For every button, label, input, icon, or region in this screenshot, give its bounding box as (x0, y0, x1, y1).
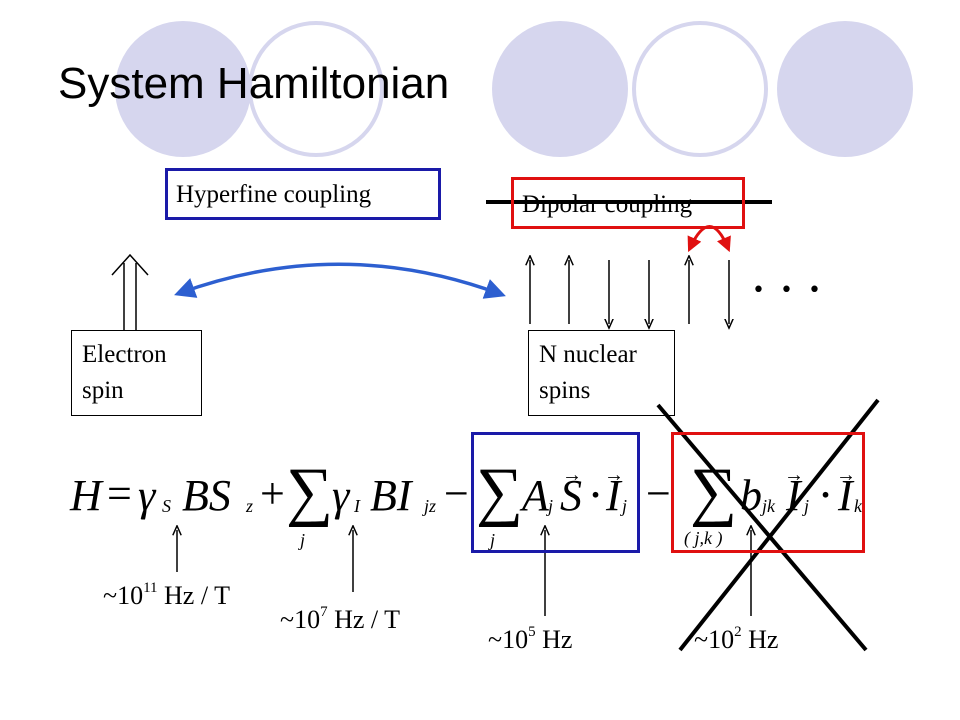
value-hyperfine: ~105 Hz (488, 624, 573, 654)
vector-arrow-icon: → (604, 464, 624, 486)
ellipsis: • • • (752, 278, 825, 303)
eq-S-vector: S (560, 471, 582, 520)
value-nuclear-zeeman: ~107 Hz / T (280, 604, 401, 634)
dipolar-term-box (671, 432, 865, 553)
dipolar-curve-arrow (687, 225, 731, 253)
nuclear-label-line2: spins (539, 377, 591, 404)
eq-b: b (740, 471, 762, 520)
eq-sub-k: k (854, 496, 862, 516)
eq-sub-s: S (162, 496, 171, 516)
vector-arrow-icon: → (562, 464, 582, 486)
eq-dot-1: ⋅ (588, 471, 604, 520)
electron-spin-arrow (111, 253, 149, 330)
eq-H: H (70, 471, 102, 520)
hyperfine-term-box (471, 432, 640, 553)
vector-arrow-icon: → (836, 464, 856, 486)
eq-sub-j-i: j (622, 496, 628, 516)
electron-label-line2: spin (82, 377, 124, 404)
eq-sub-jz: jz (424, 496, 437, 516)
eq-sub-z: z (246, 496, 254, 516)
page-title: System Hamiltonian (58, 59, 450, 108)
nuclear-spin-arrows (530, 260, 729, 324)
deco-circle (492, 21, 628, 157)
header-circles (115, 21, 913, 157)
nuclear-label-line1: N nuclear (539, 341, 637, 368)
cross-out-x (656, 398, 880, 652)
eq-plus: + (260, 469, 285, 518)
deco-circle (777, 21, 913, 157)
deco-circle (248, 21, 384, 157)
value-electron-zeeman: ~1011 Hz / T (103, 580, 230, 610)
dipolar-label-box: Dipolar coupling (511, 177, 745, 229)
eq-sub-jk: jk (762, 496, 775, 516)
eq-A: A (522, 471, 549, 520)
eq-sub-i: I (354, 496, 360, 516)
eq-sum-1: ∑ (286, 455, 334, 528)
eq-I-vector-k: I (838, 471, 853, 520)
deco-circle (632, 21, 768, 157)
vector-arrow-icon: → (784, 464, 804, 486)
electron-label-line1: Electron (82, 341, 167, 368)
eq-dot-2: ⋅ (818, 471, 834, 520)
eq-I-vector: I (606, 471, 621, 520)
eq-sub-j-b: j (804, 496, 810, 516)
eq-minus-2: − (646, 469, 671, 518)
eq-gamma-s: γ (138, 471, 156, 520)
eq-sub-j-a: j (548, 496, 554, 516)
deco-circle (115, 21, 251, 157)
eq-sum3-index: ( j,k ) (684, 528, 723, 548)
eq-I-vector-j: I (786, 471, 801, 520)
value-dipolar: ~102 Hz (694, 624, 779, 654)
hyperfine-label: Hyperfine coupling (176, 181, 372, 208)
hyperfine-curve-arrow (174, 262, 506, 299)
eq-BS: BS (182, 471, 231, 520)
dipolar-label: Dipolar coupling (522, 191, 693, 218)
nuclear-spins-box: N nuclear spins (528, 330, 675, 416)
eq-sum2-index: j (490, 530, 496, 550)
hyperfine-label-box: Hyperfine coupling (165, 168, 441, 220)
eq-sum-3: ∑ (690, 455, 738, 528)
value-arrows (177, 530, 751, 616)
eq-BI: BI (370, 471, 412, 520)
eq-equals: = (107, 469, 132, 518)
eq-sum-2: ∑ (476, 455, 524, 528)
eq-minus-1: − (444, 469, 469, 518)
eq-sum1-index: j (300, 530, 306, 550)
electron-spin-box: Electron spin (71, 330, 202, 416)
eq-gamma-i: γ (332, 471, 350, 520)
